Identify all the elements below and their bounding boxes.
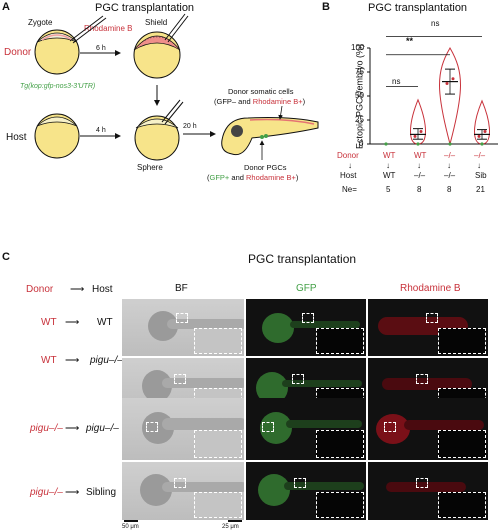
donor-col-1: WT: [383, 151, 396, 160]
data-point: [483, 130, 487, 134]
shield-label: Shield: [145, 18, 168, 27]
donor-col-3: –/–: [444, 151, 456, 160]
image-bf-row4: [122, 462, 244, 520]
image-bf-row1: [122, 299, 244, 356]
arrow-col-4-icon: ↓: [477, 161, 481, 170]
panel-a-letter: A: [2, 1, 10, 13]
row4-donor: pigu–/–: [30, 487, 63, 498]
panel-b-title: PGC transplantation: [368, 2, 468, 14]
somatic-cells-title: Donor somatic cells: [228, 87, 294, 96]
image-bf-row3: [122, 398, 244, 460]
image-rhod-row1: [368, 299, 488, 356]
donor-pgcs-detail: (GFP+ and Rhodamine B+): [207, 173, 299, 182]
host-larva-embryo: [221, 117, 319, 156]
col-gfp: GFP: [296, 283, 317, 294]
row3-host: pigu–/–: [86, 423, 119, 434]
row3-arrow-icon: ⟶: [65, 423, 80, 434]
donor-zygote-embryo: [34, 29, 80, 75]
somatic-cells-detail: (GFP– and Rhodamine B+): [214, 97, 306, 106]
data-point: [413, 134, 417, 138]
header-arrow-icon: ⟶: [70, 284, 85, 295]
panel-c-letter: C: [2, 251, 10, 263]
row4-arrow-icon: ⟶: [65, 487, 80, 498]
ytick-50: 50: [355, 91, 364, 100]
row3-donor: pigu–/–: [30, 423, 63, 434]
data-point: [451, 77, 455, 81]
host-col-3: –/–: [444, 171, 456, 180]
ytick-75: 75: [355, 67, 364, 76]
row1-donor: WT: [41, 317, 57, 328]
header-donor: Donor: [26, 284, 54, 295]
row-ne-label: Ne=: [342, 185, 357, 194]
ytick-100: 100: [351, 43, 365, 52]
ytick-0: 0: [359, 139, 364, 148]
row2-arrow-icon: ⟶: [65, 355, 80, 366]
rhodamine-label: Rhodamine B: [84, 24, 133, 33]
image-gfp-row1: [246, 299, 366, 356]
zero-point: [416, 142, 420, 146]
scale-bar-2: [228, 520, 242, 522]
ne-col-3: 8: [447, 185, 452, 194]
col-rhodamine: Rhodamine B: [400, 283, 461, 294]
donor-label: Donor: [4, 47, 32, 58]
row2-host: pigu–/–: [90, 355, 123, 366]
panel-a-title: PGC transplantation: [95, 2, 195, 14]
header-host: Host: [92, 284, 113, 295]
ne-col-4: 21: [476, 185, 485, 194]
arrow-col-2-icon: ↓: [417, 161, 421, 170]
host-col-4: Sib: [475, 171, 487, 180]
row2-donor: WT: [41, 355, 57, 366]
scale-label-1: 50 μm: [122, 524, 139, 530]
arrow-col-3-icon: ↓: [447, 161, 451, 170]
zero-point: [384, 142, 388, 146]
sig-ns-3: ns: [431, 19, 440, 28]
row4-host: Sibling: [86, 487, 117, 498]
scale-bar-1: [124, 520, 138, 522]
panel-c-title: PGC transplantation: [248, 252, 357, 266]
data-point: [419, 130, 423, 134]
zygote-label: Zygote: [28, 18, 53, 27]
sig-double-star: **: [406, 36, 414, 46]
donor-arrow-icon: ↓: [348, 161, 352, 170]
violin-shape: [439, 47, 461, 146]
host-label: Host: [6, 132, 27, 143]
data-point: [445, 82, 449, 86]
transgene-label: Tg(kop:gfp-nos3-3'UTR): [20, 83, 96, 90]
scale-label-2: 25 μm: [222, 524, 239, 530]
time-20h: 20 h: [183, 123, 197, 130]
donor-shield-embryo: [133, 31, 181, 79]
donor-pgcs-title: Donor PGCs: [244, 163, 287, 172]
data-point: [477, 134, 481, 138]
host-col-1: WT: [383, 171, 396, 180]
time-4h: 4 h: [96, 127, 106, 134]
time-6h: 6 h: [96, 45, 106, 52]
violin-chart: [367, 36, 498, 146]
panel-b-letter: B: [322, 1, 330, 13]
image-gfp-row3: [246, 398, 366, 460]
host-sphere-embryo: [134, 115, 180, 161]
image-rhod-row3: [368, 398, 488, 460]
arrow-col-1-icon: ↓: [386, 161, 390, 170]
row-host-label: Host: [340, 171, 357, 180]
col-bf: BF: [175, 283, 188, 294]
image-rhod-row4: [368, 462, 488, 520]
zero-point: [480, 142, 484, 146]
image-gfp-row4: [246, 462, 366, 520]
sig-ns-1: ns: [392, 77, 401, 86]
row1-host: WT: [97, 317, 113, 328]
ne-col-2: 8: [417, 185, 422, 194]
row1-arrow-icon: ⟶: [65, 317, 80, 328]
ne-col-1: 5: [386, 185, 391, 194]
host-col-2: –/–: [414, 171, 426, 180]
sphere-label: Sphere: [137, 163, 163, 172]
ytick-25: 25: [355, 115, 364, 124]
donor-col-2: WT: [414, 151, 427, 160]
donor-col-4: –/–: [474, 151, 486, 160]
panel-a-schematic: [34, 13, 319, 161]
zero-point: [448, 142, 452, 146]
row-donor-label: Donor: [337, 151, 359, 160]
host-zygote-embryo: [34, 113, 80, 159]
